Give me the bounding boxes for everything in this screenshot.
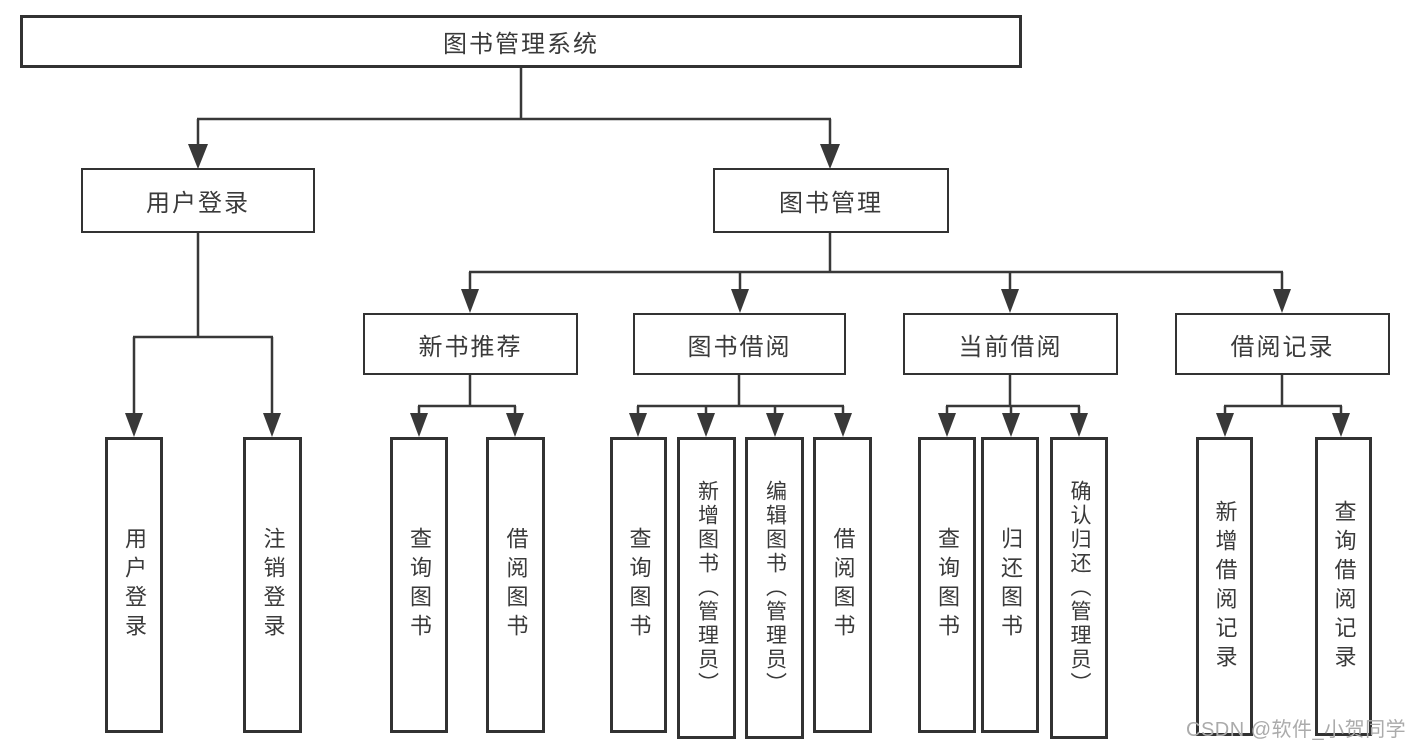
node-leaf-search-borrow-record: 查询借阅记录: [1315, 437, 1372, 736]
connector-book-management-branch: [461, 233, 1291, 313]
arrowhead-search-borrow-record: [1332, 413, 1350, 437]
arrowhead-current-borrow: [1001, 289, 1019, 313]
node-leaf-return-books: 归还图书: [981, 437, 1039, 733]
arrowhead-search-books-3: [938, 413, 956, 437]
node-leaf-logout: 注销登录: [243, 437, 302, 733]
node-borrowing-records: 借阅记录: [1175, 313, 1390, 375]
node-book-management-module: 图书管理: [713, 168, 949, 233]
node-leaf-search-books-1: 查询图书: [390, 437, 448, 733]
node-leaf-confirm-return-admin: 确认归还（管理员）: [1050, 437, 1108, 739]
node-library-management-system: 图书管理系统: [20, 15, 1022, 68]
connector-borrow-records-branch: [1216, 375, 1350, 437]
node-book-borrowing: 图书借阅: [633, 313, 846, 375]
arrowhead-search-books-1: [410, 413, 428, 437]
arrowhead-book-borrow: [731, 289, 749, 313]
arrowhead-add-books: [697, 413, 715, 437]
arrowhead-search-books-2: [629, 413, 647, 437]
connector-new-book-branch: [410, 375, 524, 437]
arrowhead-leaf-logout: [263, 413, 281, 437]
node-leaf-search-books-2: 查询图书: [610, 437, 667, 733]
node-leaf-search-books-3: 查询图书: [918, 437, 976, 733]
node-leaf-add-borrow-record: 新增借阅记录: [1196, 437, 1253, 736]
node-leaf-borrow-books-1: 借阅图书: [486, 437, 545, 733]
node-current-borrowing: 当前借阅: [903, 313, 1118, 375]
connector-user-login-branch: [125, 233, 281, 437]
node-leaf-add-books-admin: 新增图书（管理员）: [677, 437, 736, 739]
node-leaf-edit-books-admin: 编辑图书（管理员）: [745, 437, 804, 739]
connector-book-borrow-branch: [629, 375, 852, 437]
node-leaf-user-login: 用户登录: [105, 437, 163, 733]
arrowhead-borrow-books-2: [834, 413, 852, 437]
arrowhead-confirm-return: [1070, 413, 1088, 437]
node-new-book-recommend: 新书推荐: [363, 313, 578, 375]
arrowhead-edit-books: [766, 413, 784, 437]
connector-root-to-level2: [188, 68, 840, 169]
arrowhead-book-management: [820, 144, 840, 169]
connector-current-borrow-branch: [938, 375, 1088, 437]
arrowhead-add-borrow-record: [1216, 413, 1234, 437]
arrowhead-new-book: [461, 289, 479, 313]
arrowhead-return-books: [1002, 413, 1020, 437]
arrowhead-borrow-books-1: [506, 413, 524, 437]
node-leaf-borrow-books-2: 借阅图书: [813, 437, 872, 733]
arrowhead-leaf-user-login: [125, 413, 143, 437]
node-user-login-module: 用户登录: [81, 168, 315, 233]
arrowhead-user-login: [188, 144, 208, 169]
arrowhead-borrow-records: [1273, 289, 1291, 313]
csdn-watermark: CSDN @软件_小贺同学: [1186, 719, 1405, 741]
